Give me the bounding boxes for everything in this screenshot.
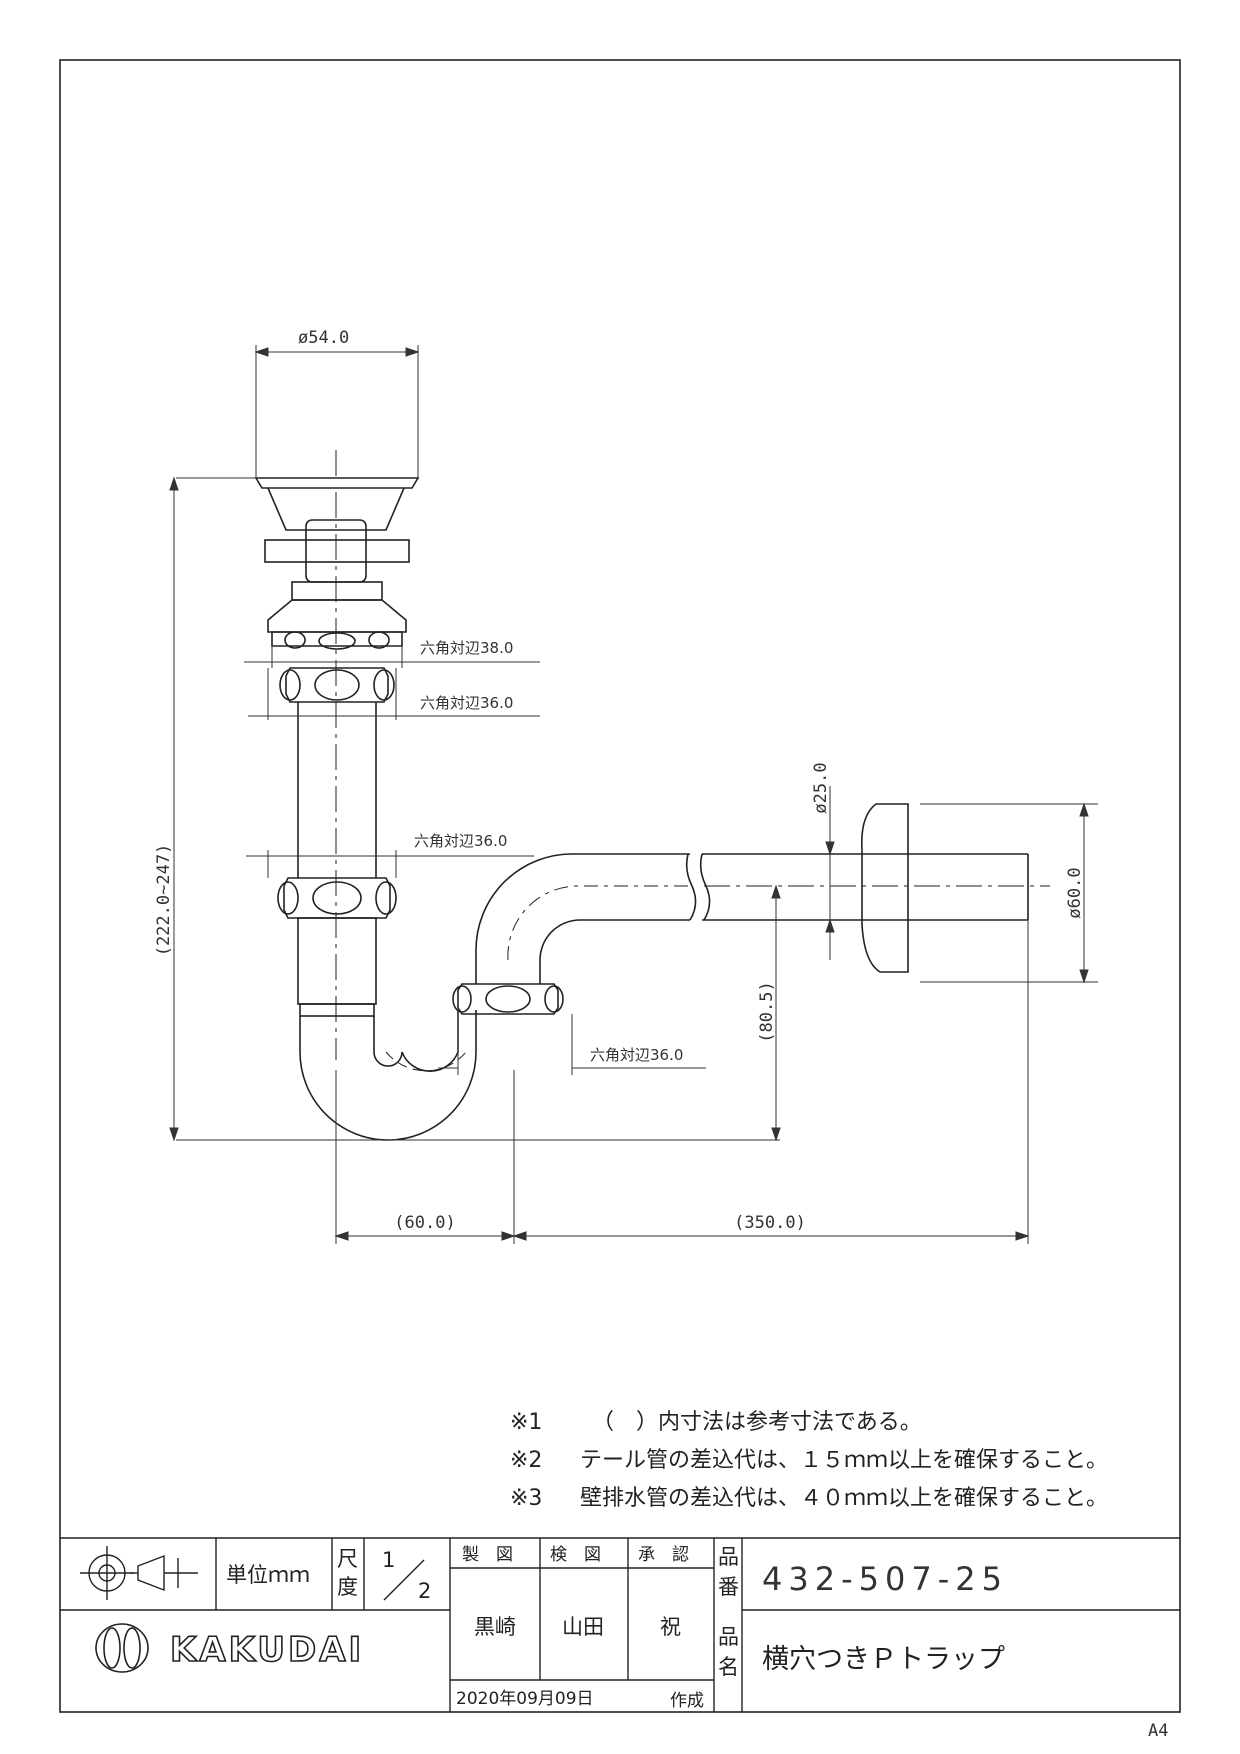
part-no-label-2: 番 bbox=[718, 1575, 739, 1599]
note-text: テール管の差込代は、１５ｍｍ以上を確保すること。 bbox=[580, 1448, 1108, 1473]
dim-hex-38: 六角対辺38.0 bbox=[420, 639, 513, 657]
note-text: （ ）内寸法は参考寸法である。 bbox=[592, 1410, 922, 1435]
border-frame bbox=[59, 59, 1181, 1713]
dim-overall-height: (222.0~247) bbox=[154, 844, 174, 957]
scale-label-1: 尺 bbox=[337, 1547, 358, 1571]
dim-flange-diameter: ø60.0 bbox=[1065, 867, 1085, 918]
created-suffix: 作成 bbox=[670, 1691, 704, 1711]
dim-pipe-diameter: ø25.0 bbox=[811, 762, 831, 813]
paper-size: A4 bbox=[1148, 1721, 1168, 1741]
approved-by: 祝 bbox=[660, 1615, 681, 1639]
kakudai-logo-icon bbox=[95, 1623, 149, 1673]
part-name-label-2: 名 bbox=[718, 1655, 739, 1679]
dim-width-right: (350.0) bbox=[734, 1213, 806, 1233]
dim-top-diameter: ø54.0 bbox=[298, 328, 349, 348]
note-mark: ※2 bbox=[510, 1448, 542, 1473]
scale-slash bbox=[383, 1559, 425, 1601]
approved-label: 承 認 bbox=[638, 1545, 689, 1565]
unit-label: 単位ｍｍ bbox=[226, 1563, 310, 1587]
part-no-label-1: 品 bbox=[718, 1545, 739, 1569]
scale-denominator: 2 bbox=[418, 1579, 431, 1603]
dim-hex-36-upper: 六角対辺36.0 bbox=[420, 694, 513, 712]
checked-label: 検 図 bbox=[550, 1545, 601, 1565]
note-text: 壁排水管の差込代は、４０ｍｍ以上を確保すること。 bbox=[580, 1486, 1108, 1511]
created-date: 2020年09月09日 bbox=[456, 1689, 594, 1709]
notes: ※1 （ ）内寸法は参考寸法である。 ※2 テール管の差込代は、１５ｍｍ以上を確… bbox=[510, 1410, 1108, 1511]
dim-width-left: (60.0) bbox=[394, 1213, 455, 1233]
checked-by: 山田 bbox=[562, 1615, 604, 1639]
part-name: 横穴つきＰトラップ bbox=[762, 1644, 1005, 1675]
title-block bbox=[60, 1537, 1180, 1712]
dim-hex-36-lower: 六角対辺36.0 bbox=[590, 1046, 683, 1064]
note-mark: ※3 bbox=[510, 1486, 542, 1511]
dim-trap-height: (80.5) bbox=[757, 981, 777, 1042]
drawn-label: 製 図 bbox=[462, 1545, 513, 1565]
part-name-label-1: 品 bbox=[718, 1625, 739, 1649]
third-angle-projection-icon bbox=[80, 1546, 198, 1600]
trap-drawing bbox=[254, 450, 1050, 1141]
dimension-lines bbox=[169, 345, 1098, 1244]
scale-numerator: 1 bbox=[382, 1548, 395, 1572]
scale-label-2: 度 bbox=[337, 1575, 358, 1599]
brand-wordmark: KAKUDAI bbox=[170, 1630, 364, 1670]
part-number: 432-507-25 bbox=[762, 1560, 1008, 1598]
drawn-by: 黒崎 bbox=[474, 1615, 516, 1639]
note-mark: ※1 bbox=[510, 1410, 542, 1435]
dim-hex-36-mid: 六角対辺36.0 bbox=[414, 832, 507, 850]
